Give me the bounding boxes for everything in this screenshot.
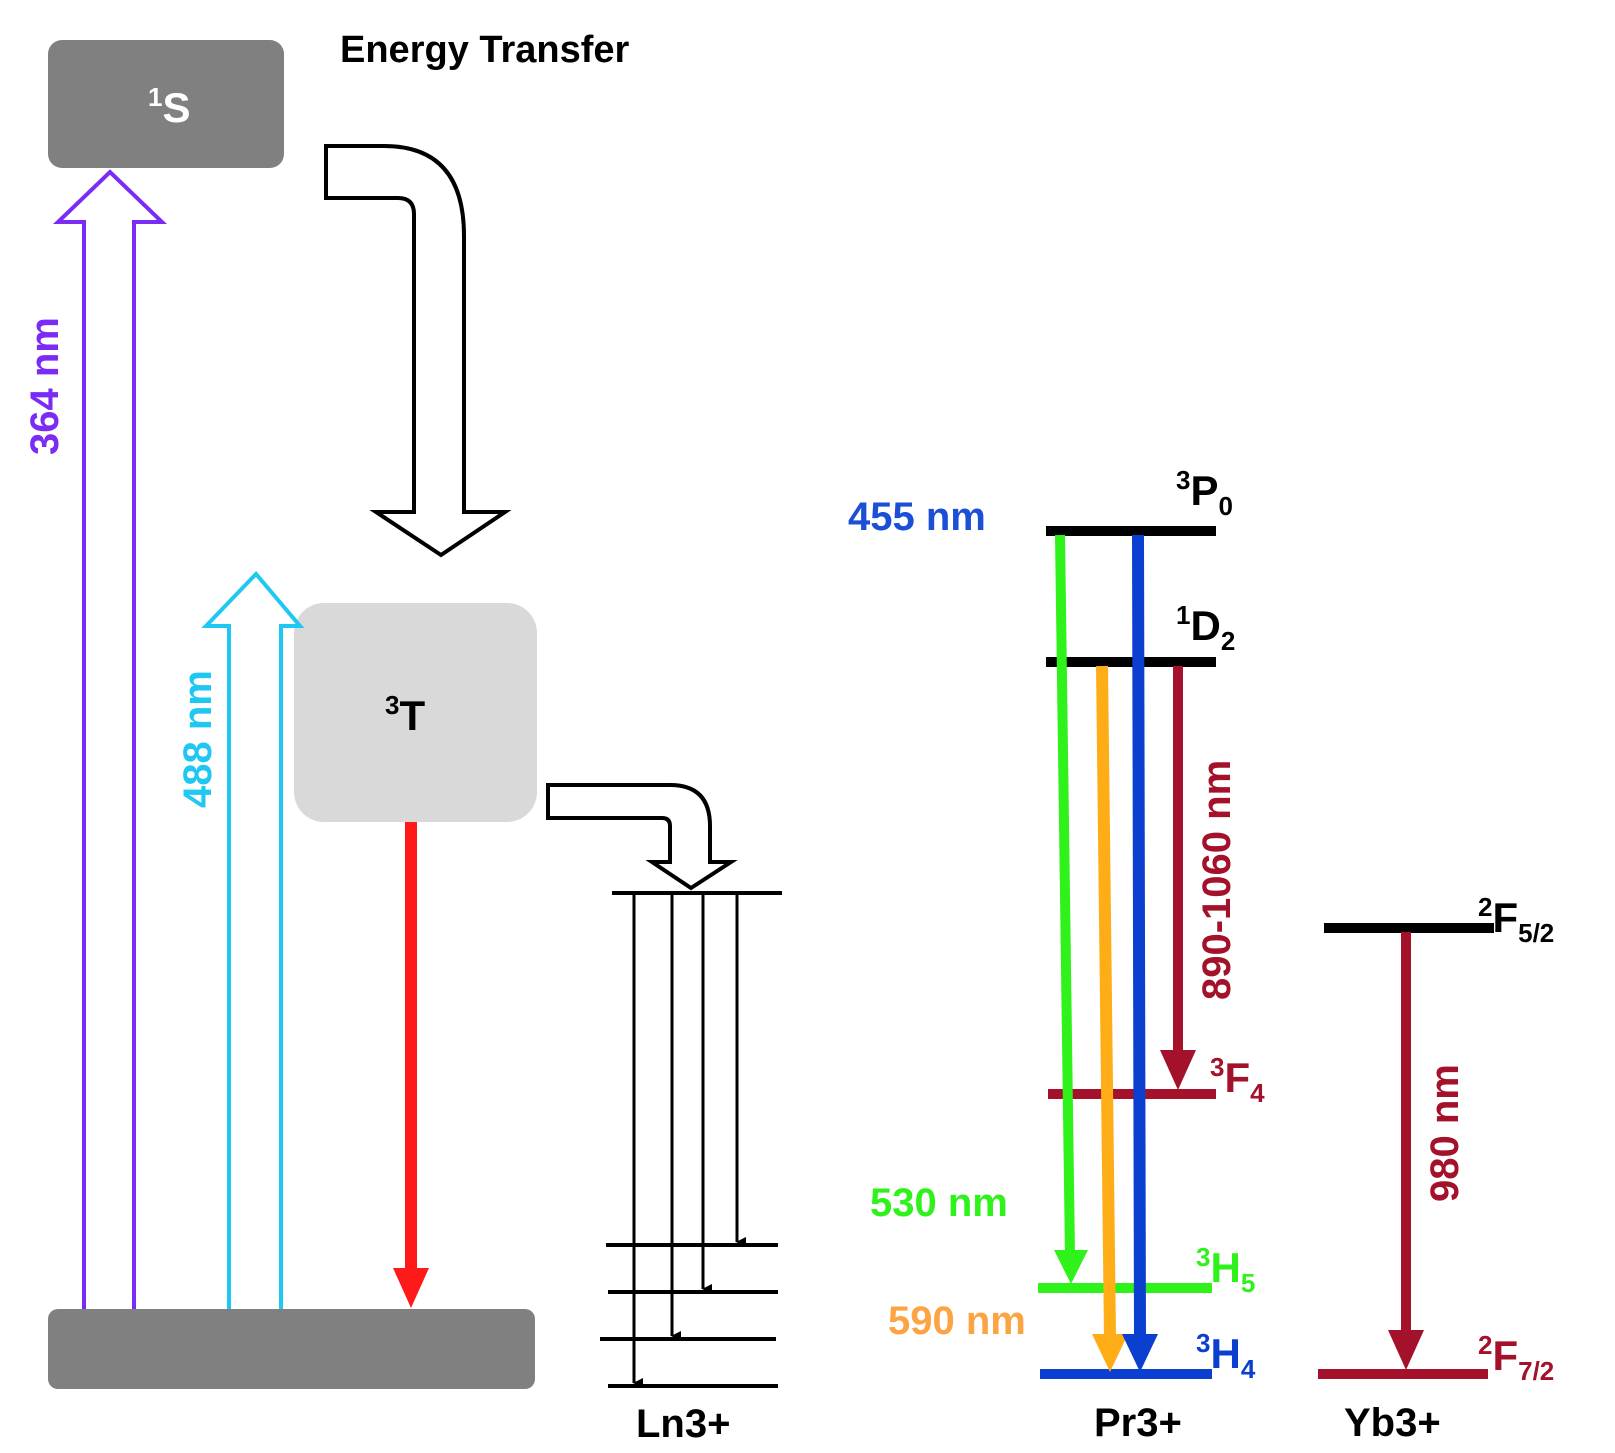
- triplet-state-label: 3T: [385, 690, 425, 739]
- yb-level-2f72-label: 2F7/2: [1478, 1330, 1554, 1386]
- yb-emission-label: 980 nm: [1423, 1064, 1467, 1202]
- pr-level-3f4-label: 3F4: [1210, 1052, 1265, 1108]
- pr-emission-455-line: [1132, 534, 1146, 1339]
- pr-emission-590-label: 590 nm: [888, 1299, 1026, 1343]
- pr-level-3h5-label: 3H5: [1196, 1242, 1255, 1298]
- diagram-title: Energy Transfer: [340, 29, 630, 71]
- ln-ion-label: Ln3+: [636, 1402, 730, 1446]
- pr-emission-455-label: 455 nm: [848, 495, 986, 539]
- pr-emission-455-arrowhead: [1122, 1334, 1158, 1372]
- yb-level-2f52-label: 2F5/2: [1478, 892, 1554, 948]
- triplet-state-box: [294, 603, 537, 822]
- pr-emission-nir-label: 890-1060 nm: [1195, 760, 1239, 1000]
- yb-ion-label: Yb3+: [1344, 1401, 1441, 1445]
- excitation-arrow-364: [53, 169, 167, 1309]
- pr-emission-530-arrowhead: [1054, 1250, 1088, 1284]
- pr-level-3p0-label: 3P0: [1176, 465, 1233, 521]
- singlet-state-label: 1S: [148, 82, 190, 131]
- yb-emission-arrowhead: [1388, 1330, 1424, 1370]
- pr-ion-label: Pr3+: [1094, 1401, 1182, 1445]
- pr-emission-nir-arrowhead: [1160, 1050, 1196, 1090]
- triplet-emission-arrowhead: [393, 1268, 429, 1308]
- pr-emission-530-line: [1055, 534, 1075, 1257]
- pr-level-3h4-label: 3H4: [1196, 1328, 1256, 1384]
- ground-state-box: [48, 1309, 535, 1389]
- energy-transfer-arrow-2: [546, 783, 738, 891]
- pr-emission-590-line: [1096, 665, 1116, 1339]
- excitation-arrow-488: [201, 571, 305, 1309]
- excitation-label-488: 488 nm: [176, 670, 220, 808]
- pr-emission-590-arrowhead: [1092, 1334, 1128, 1372]
- singlet-state-box: [48, 40, 284, 168]
- energy-transfer-arrow-1: [324, 144, 512, 558]
- pr-level-1d2-label: 1D2: [1176, 600, 1235, 656]
- pr-emission-530-label: 530 nm: [870, 1181, 1008, 1225]
- excitation-label-364: 364 nm: [23, 317, 67, 455]
